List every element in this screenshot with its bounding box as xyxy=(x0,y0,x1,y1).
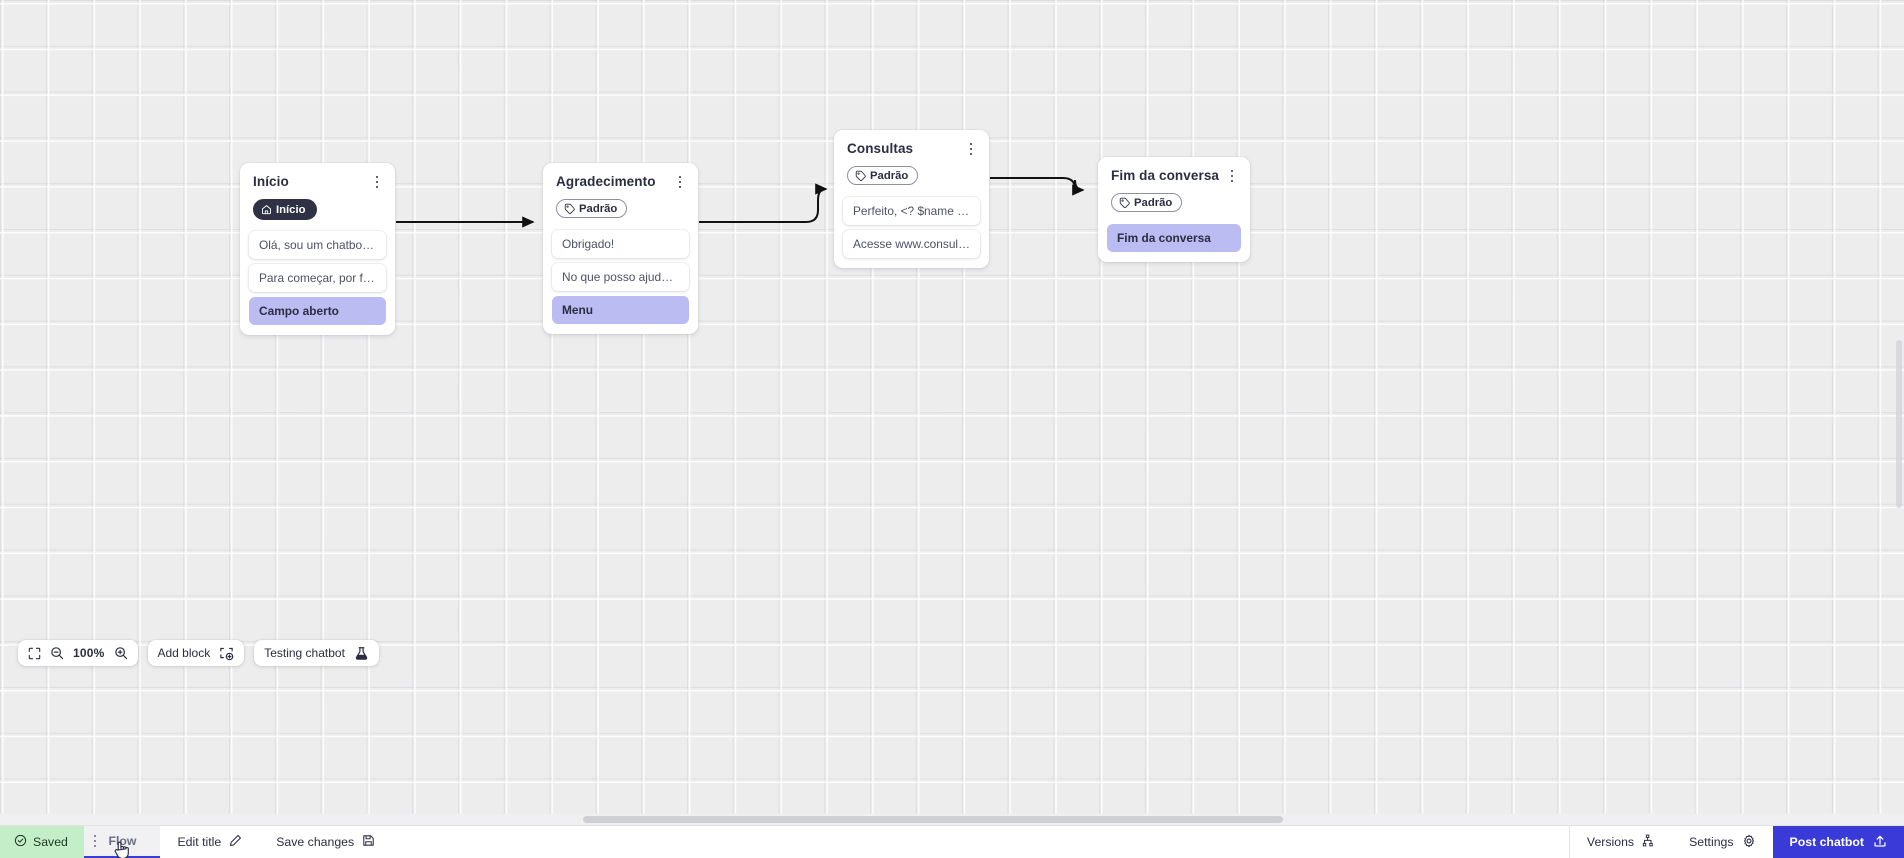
gear-icon xyxy=(1742,834,1756,851)
node-blocks: Olá, sou um chatbot de teste! Para começ… xyxy=(249,231,386,325)
versions-button[interactable]: Versions xyxy=(1570,826,1672,858)
node-block-accent[interactable]: Menu xyxy=(552,296,689,324)
bottom-bar-right: Versions Settings xyxy=(1568,826,1904,858)
node-block[interactable]: No que posso ajudar, <? $name ... xyxy=(552,263,689,291)
flow-node-agradecimento[interactable]: Agradecimento Padrão Obrigado xyxy=(543,163,698,334)
node-block-accent[interactable]: Campo aberto xyxy=(249,297,386,325)
saved-label: Saved xyxy=(33,835,68,849)
node-tag-padrao[interactable]: Padrão xyxy=(1111,193,1183,212)
node-title: Consultas xyxy=(847,141,914,156)
upload-icon xyxy=(1873,834,1887,851)
node-title: Início xyxy=(253,174,289,189)
node-tag-label: Padrão xyxy=(579,202,618,215)
node-tag-row: Padrão xyxy=(843,158,980,188)
post-chatbot-label: Post chatbot xyxy=(1789,835,1864,849)
zoom-in-icon[interactable] xyxy=(114,646,128,660)
flow-node-fim-da-conversa[interactable]: Fim da conversa Padrão Fim da xyxy=(1098,157,1250,262)
node-tag-row: Padrão xyxy=(1107,185,1241,215)
zoom-level-label: 100% xyxy=(73,646,105,660)
node-block[interactable]: Perfeito, <? $name ?>! xyxy=(843,197,980,225)
check-circle-icon xyxy=(14,834,27,850)
save-changes-label: Save changes xyxy=(276,835,355,849)
save-changes-button[interactable]: Save changes xyxy=(259,826,392,858)
node-header: Início xyxy=(249,172,386,191)
node-menu-button[interactable] xyxy=(673,173,687,191)
flow-node-inicio[interactable]: Início Início Olá, sou um cha xyxy=(240,163,395,335)
node-tag-padrao[interactable]: Padrão xyxy=(847,166,919,185)
flow-node-consultas[interactable]: Consultas Padrão Perfeito, <? xyxy=(834,130,989,268)
node-tag-padrao[interactable]: Padrão xyxy=(556,199,628,218)
floppy-disk-icon xyxy=(362,834,375,850)
tag-icon xyxy=(855,170,866,181)
drag-dots-icon[interactable] xyxy=(93,834,97,848)
testing-chatbot-button[interactable]: Testing chatbot xyxy=(254,640,379,666)
post-chatbot-button[interactable]: Post chatbot xyxy=(1772,826,1904,858)
settings-label: Settings xyxy=(1689,835,1734,849)
flow-canvas[interactable]: Início Início Olá, sou um cha xyxy=(0,0,1904,825)
node-header: Agradecimento xyxy=(552,172,689,191)
edit-title-label: Edit title xyxy=(177,835,222,849)
add-block-label: Add block xyxy=(157,646,211,660)
tag-icon xyxy=(1119,197,1130,208)
node-blocks: Fim da conversa xyxy=(1107,224,1241,252)
node-block[interactable]: Para começar, por favor digite o ... xyxy=(249,264,386,292)
edge-agradecimento-consultas xyxy=(699,183,828,223)
node-tag-label: Padrão xyxy=(1134,196,1173,209)
fit-screen-icon[interactable] xyxy=(28,647,41,660)
node-header: Fim da conversa xyxy=(1107,166,1241,185)
node-tag-label: Início xyxy=(276,203,306,216)
node-tag-row: Padrão xyxy=(552,191,689,221)
zoom-out-icon[interactable] xyxy=(50,646,64,660)
node-header: Consultas xyxy=(843,139,980,158)
edit-title-button[interactable]: Edit title xyxy=(160,826,259,858)
tab-flow-label: Flow xyxy=(108,834,137,848)
edge-consultas-fim xyxy=(990,177,1085,196)
pencil-icon xyxy=(229,834,242,850)
scrollbar-thumb[interactable] xyxy=(583,816,1283,823)
flow-connectors xyxy=(396,177,1085,228)
add-block-icon xyxy=(219,646,234,661)
versions-label: Versions xyxy=(1586,835,1635,849)
node-block-accent[interactable]: Fim da conversa xyxy=(1107,224,1241,252)
node-title: Fim da conversa xyxy=(1111,168,1220,183)
scrollbar-thumb[interactable] xyxy=(1896,340,1902,508)
testing-chatbot-label: Testing chatbot xyxy=(264,646,345,660)
node-block[interactable]: Obrigado! xyxy=(552,230,689,258)
canvas-vertical-scrollbar[interactable] xyxy=(1894,0,1904,825)
node-menu-button[interactable] xyxy=(370,173,384,191)
node-block[interactable]: Olá, sou um chatbot de teste! xyxy=(249,231,386,259)
tag-icon xyxy=(564,203,575,214)
node-tag-inicio[interactable]: Início xyxy=(253,199,317,220)
home-icon xyxy=(261,204,272,215)
node-title: Agradecimento xyxy=(556,174,656,189)
node-tag-row: Início xyxy=(249,191,386,222)
node-block[interactable]: Acesse www.consultas.com par... xyxy=(843,230,980,258)
branch-icon xyxy=(1642,834,1655,850)
canvas-horizontal-scrollbar[interactable] xyxy=(0,814,1904,825)
tab-flow[interactable]: Flow xyxy=(83,826,161,858)
saved-status-badge: Saved xyxy=(0,826,84,858)
node-menu-button[interactable] xyxy=(964,140,978,158)
add-block-button[interactable]: Add block xyxy=(147,640,245,666)
node-menu-button[interactable] xyxy=(1225,167,1239,185)
node-blocks: Obrigado! No que posso ajudar, <? $name … xyxy=(552,230,689,324)
canvas-toolbar: 100% Add block xyxy=(18,640,379,666)
node-blocks: Perfeito, <? $name ?>! Acesse www.consul… xyxy=(843,197,980,258)
node-tag-label: Padrão xyxy=(870,169,909,182)
settings-button[interactable]: Settings xyxy=(1672,826,1772,858)
zoom-controls[interactable]: 100% xyxy=(18,640,138,666)
bottom-bar: Saved Flow Edit title Save changes xyxy=(0,825,1904,858)
flask-icon xyxy=(354,646,369,661)
